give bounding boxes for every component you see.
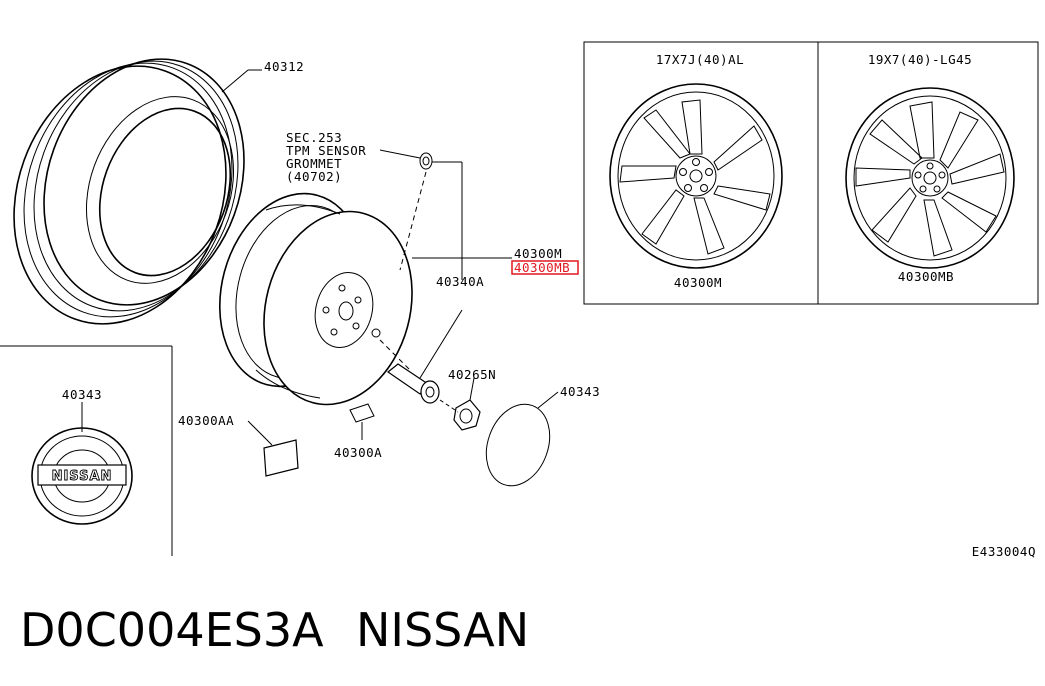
label-sensor-grommet: GROMMET bbox=[286, 156, 342, 171]
diagram-code: E433004Q bbox=[972, 544, 1036, 559]
label-wheel-highlight[interactable]: 40300MB bbox=[514, 260, 570, 275]
cap-panel bbox=[0, 345, 173, 556]
caption-part-number: D0C004ES3A bbox=[20, 603, 324, 657]
panel-1-part[interactable]: 40300M bbox=[674, 275, 722, 290]
grommet-drawing bbox=[419, 152, 433, 170]
label-wheel-main: 40300M bbox=[514, 246, 562, 261]
label-tire: 40312 bbox=[264, 59, 304, 74]
label-sensor-name: TPM SENSOR bbox=[286, 143, 366, 158]
nissan-badge-text: NISSAN bbox=[52, 469, 113, 484]
wheel-variant-panels bbox=[583, 41, 1039, 305]
panel-2-part[interactable]: 40300MB bbox=[898, 269, 954, 284]
wheel-19in-drawing bbox=[845, 87, 1015, 269]
tire-drawing bbox=[13, 58, 245, 325]
nut-drawing bbox=[453, 399, 481, 431]
panel-1-spec: 17X7J(40)AL bbox=[656, 52, 744, 67]
wheel-rim-drawing bbox=[218, 192, 413, 406]
panel-2-spec: 19X7(40)-LG45 bbox=[868, 52, 972, 67]
label-valve: 40340A bbox=[436, 274, 484, 289]
label-nut: 40265N bbox=[448, 367, 496, 382]
valve-drawing bbox=[386, 363, 440, 404]
hub-cap-right-drawing bbox=[485, 403, 551, 487]
weight-aa-drawing bbox=[263, 439, 299, 477]
label-sensor-sec: SEC.253 bbox=[286, 130, 342, 145]
wheel-17in-drawing bbox=[609, 83, 783, 269]
caption-brand: NISSAN bbox=[356, 603, 529, 657]
weight-a-drawing bbox=[349, 403, 375, 423]
label-cap-right: 40343 bbox=[560, 384, 600, 399]
label-sensor-part: (40702) bbox=[286, 169, 342, 184]
label-cap-left: 40343 bbox=[62, 387, 102, 402]
highlight-box bbox=[511, 260, 579, 275]
label-weight-a: 40300A bbox=[334, 445, 382, 460]
leader-lines bbox=[221, 69, 559, 446]
label-weight-aa: 40300AA bbox=[178, 413, 234, 428]
